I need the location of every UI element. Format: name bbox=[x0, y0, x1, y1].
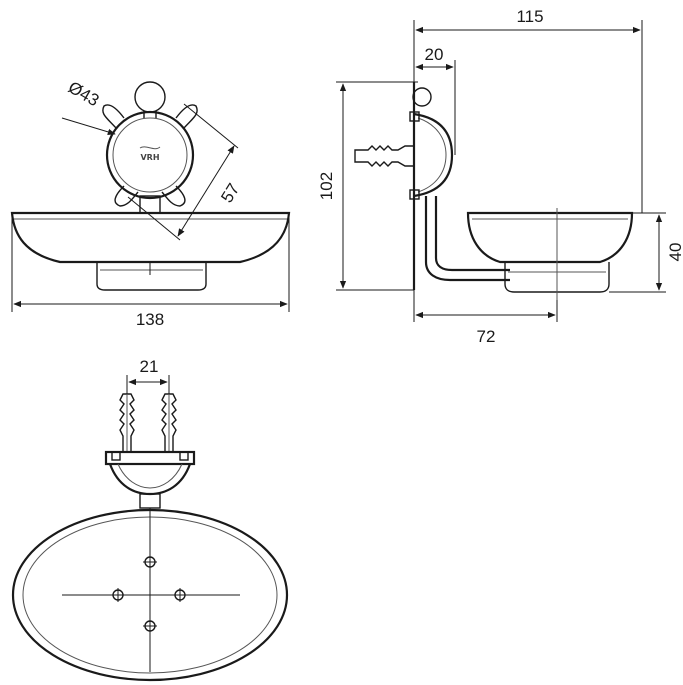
side-arm bbox=[424, 196, 510, 282]
top-drain-holes bbox=[112, 556, 186, 632]
top-rosette-dome bbox=[108, 463, 192, 496]
front-left-lug bbox=[102, 104, 125, 129]
side-wall-plug bbox=[354, 145, 415, 167]
top-pin-spacing-label: 21 bbox=[140, 357, 159, 376]
side-bowl-offset-label: 72 bbox=[477, 327, 496, 346]
side-rosette-depth-label: 20 bbox=[425, 45, 444, 64]
top-view: 21 bbox=[11, 357, 289, 682]
side-view: 115 20 102 40 72 bbox=[317, 7, 683, 346]
side-bowl bbox=[466, 211, 634, 264]
front-dish-outline bbox=[10, 211, 291, 264]
front-height-dim-line bbox=[177, 145, 235, 237]
front-dish-foot bbox=[96, 262, 207, 291]
front-stem bbox=[139, 195, 161, 214]
side-rosette-profile bbox=[413, 112, 454, 198]
side-height-label: 102 bbox=[317, 172, 336, 200]
front-right-lug bbox=[175, 104, 198, 129]
front-logo-text: VRH bbox=[140, 153, 159, 162]
side-depth-label: 115 bbox=[516, 7, 543, 26]
front-logo-mark bbox=[139, 146, 161, 150]
front-width-label: 138 bbox=[136, 310, 164, 329]
front-rosette-diameter-label: Ø43 bbox=[65, 78, 102, 111]
front-top-knob bbox=[134, 81, 166, 113]
side-top-knob bbox=[412, 87, 432, 107]
top-rosette-plate bbox=[104, 450, 196, 466]
front-height-label: 57 bbox=[217, 180, 243, 206]
front-view: VRH Ø43 57 138 bbox=[10, 78, 291, 329]
top-stem bbox=[139, 493, 161, 509]
side-bowl-height-label: 40 bbox=[666, 243, 683, 262]
